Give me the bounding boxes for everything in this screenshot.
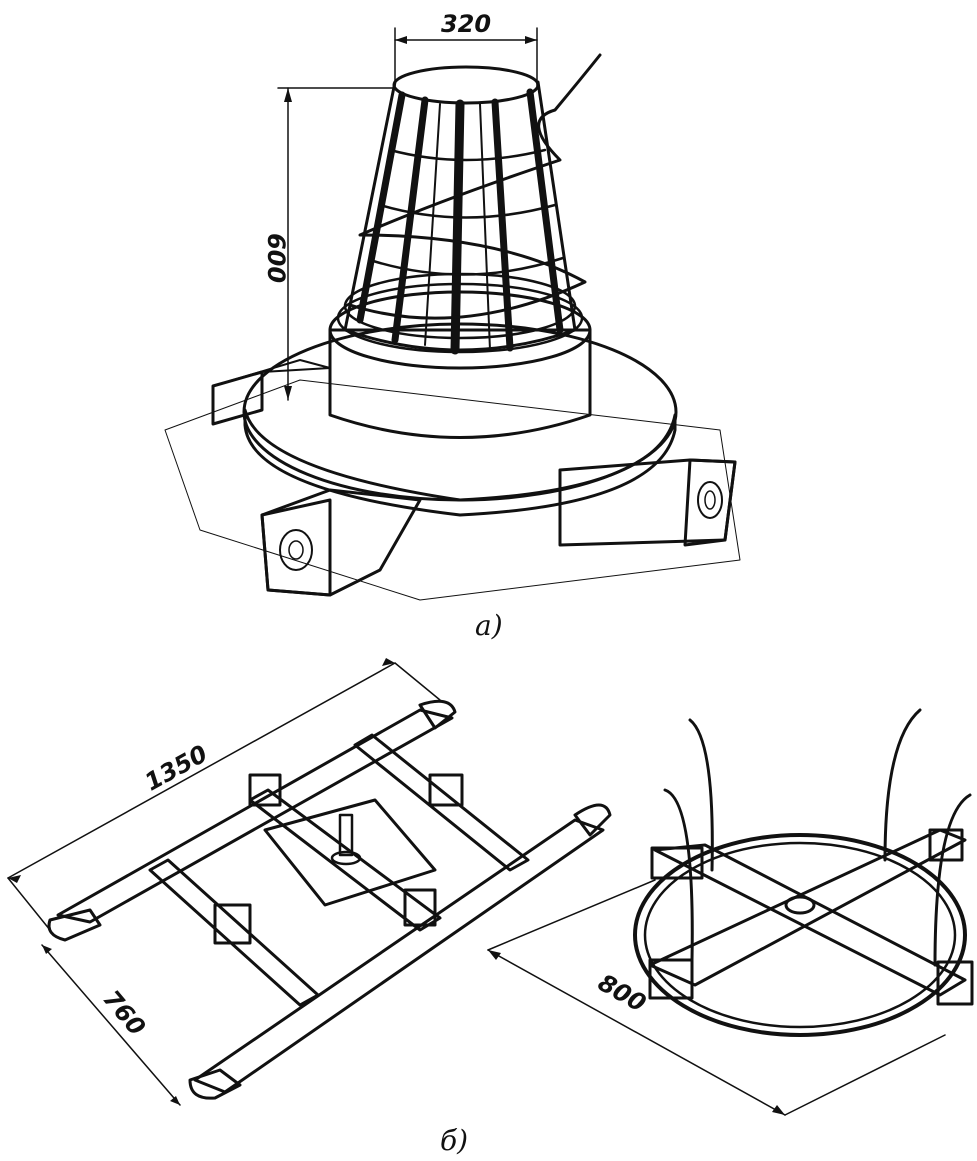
figure-b-reel: 800 xyxy=(487,708,974,1116)
reel-hub xyxy=(784,895,816,915)
frame-top-disc xyxy=(392,65,540,105)
dim-label-760: 760 xyxy=(97,985,151,1041)
dimension-width: 760 xyxy=(41,944,181,1106)
reel-upright-4 xyxy=(933,793,972,967)
reel-cross-beam-2 xyxy=(648,828,967,987)
figure-b-barrow: 1350 760 xyxy=(7,658,612,1106)
dim-label-1350: 1350 xyxy=(140,740,212,797)
crossbar-1 xyxy=(148,858,320,1007)
block-2 xyxy=(428,773,464,807)
caption-a: а) xyxy=(475,609,503,642)
crossbar-2 xyxy=(248,788,442,932)
base-beam-left-back xyxy=(211,359,331,426)
reel-upright-3 xyxy=(883,708,922,862)
caption-b: б) xyxy=(440,1124,468,1157)
center-pin xyxy=(338,813,354,857)
block-3 xyxy=(213,903,252,945)
reel-upright-1 xyxy=(688,718,714,872)
block-4 xyxy=(403,888,437,927)
dimension-reel-diameter: 800 xyxy=(487,879,946,1116)
rail-lower xyxy=(188,803,612,1100)
reel-ring-outer xyxy=(633,833,967,1037)
dim-label-320: 320 xyxy=(441,10,491,38)
dim-label-800: 800 xyxy=(593,968,650,1017)
conical-frame xyxy=(343,53,602,355)
figure-a-winding-stand: 320 600 а) xyxy=(164,10,741,642)
center-plank xyxy=(263,798,437,907)
base-beam-right xyxy=(558,458,737,547)
dimension-top-diameter: 320 xyxy=(394,10,538,87)
block-1 xyxy=(248,773,282,807)
dim-label-600: 600 xyxy=(262,233,290,283)
reel-upright-2 xyxy=(663,788,694,962)
rail-upper xyxy=(47,699,457,942)
reel-ring-inner xyxy=(643,841,957,1029)
ground-shadow xyxy=(164,379,741,601)
crossbar-3 xyxy=(353,733,530,872)
dimension-height: 600 xyxy=(262,87,396,401)
